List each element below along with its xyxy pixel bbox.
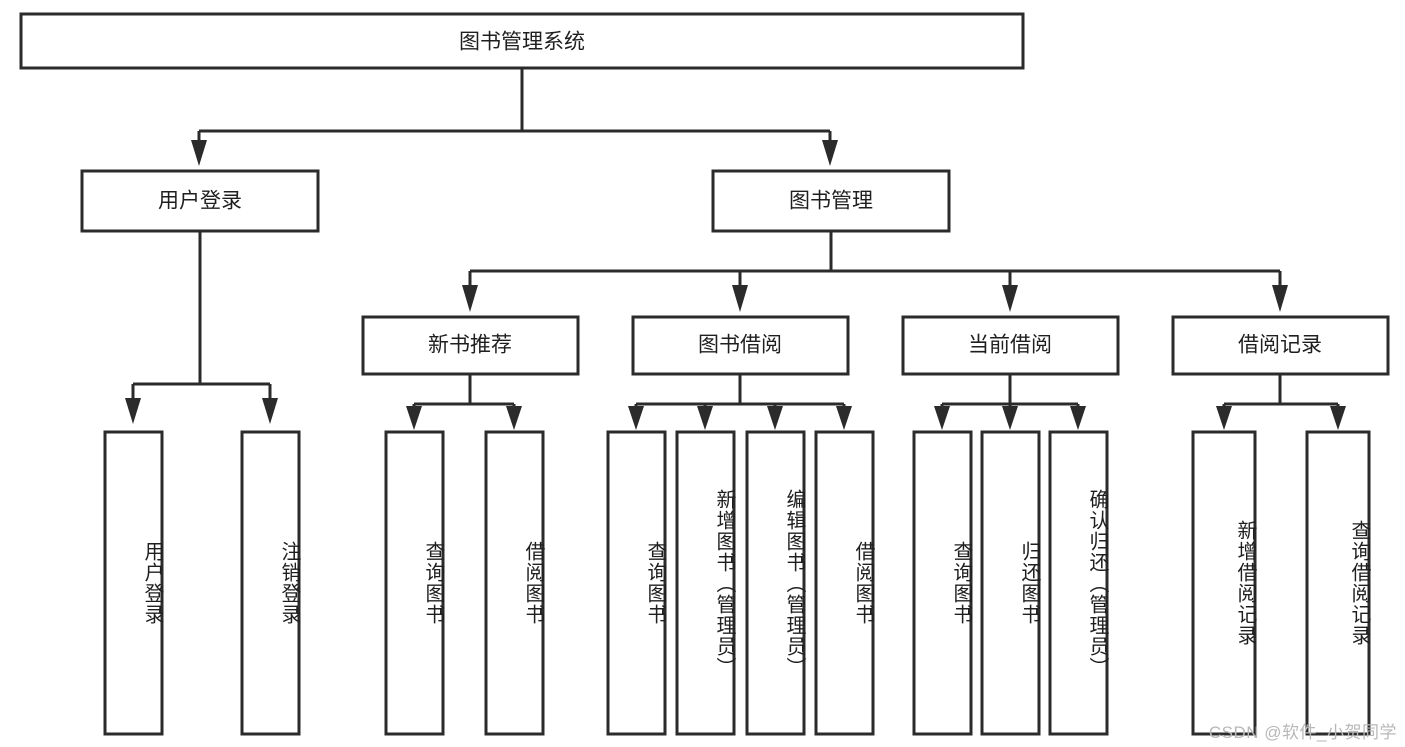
arrow-head-leaf-user-login-0 [125,398,141,424]
arrow-head-leaf-bb-1 [697,406,713,430]
arrow-head-leaf-bb-0 [628,406,644,430]
node-book-manage-box[interactable] [711,169,951,233]
node-root[interactable]: 图书管理系统 [19,12,1025,70]
leaf-box-bb-2[interactable] [745,430,806,736]
node-user-login-label: 用户登录 [158,190,242,213]
node-current-borrow-box[interactable] [901,315,1120,376]
node-current-borrow[interactable]: 当前借阅 [901,315,1120,376]
arrow-head-leaf-cb-0 [934,406,950,430]
node-new-book-recommend-label: 新书推荐 [428,334,512,357]
leaf-box-br-0[interactable] [1191,430,1257,736]
node-book-borrow-box[interactable] [631,315,850,376]
node-root-box[interactable] [19,12,1025,70]
arrow-head-book-borrow [732,285,748,312]
node-new-book-recommend-box[interactable] [361,315,580,376]
node-user-login[interactable]: 用户登录 [80,169,320,233]
connector-user-login-to-leaves [125,231,278,424]
leaf-box-user-login-0[interactable] [103,430,164,736]
connector-current-borrow-to-leaves [934,374,1086,430]
arrow-head-leaf-nbr-1 [506,406,522,430]
leaf-box-user-login-1[interactable] [240,430,301,736]
leaf-box-bb-1[interactable] [675,430,736,736]
watermark-text: CSDN @软件_小贺同学 [1208,723,1397,742]
arrow-head-new-book-recommend [462,285,478,312]
arrow-head-leaf-user-login-1 [262,398,278,424]
node-book-borrow-label: 图书借阅 [698,334,782,357]
connector-book-borrow-to-leaves [628,374,852,430]
arrow-head-leaf-br-0 [1216,406,1232,430]
leaf-box-cb-1[interactable] [980,430,1041,736]
connector-borrow-record-to-leaves [1216,374,1346,430]
node-borrow-record[interactable]: 借阅记录 [1171,315,1390,376]
leaf-box-bb-3[interactable] [814,430,875,736]
arrow-head-user-login [191,140,207,166]
connector-new-book-recommend-to-leaves [406,374,522,430]
leaf-box-nbr-1[interactable] [484,430,545,736]
node-book-manage-label: 图书管理 [789,190,873,213]
leaf-box-cb-0[interactable] [912,430,973,736]
node-book-manage[interactable]: 图书管理 [711,169,951,233]
arrow-head-leaf-bb-2 [767,406,783,430]
leaf-box-nbr-0[interactable] [384,430,445,736]
arrow-head-leaf-nbr-0 [406,406,422,430]
node-new-book-recommend[interactable]: 新书推荐 [361,315,580,376]
node-borrow-record-box[interactable] [1171,315,1390,376]
arrow-head-borrow-record [1272,285,1288,312]
arrow-head-leaf-br-1 [1330,406,1346,430]
node-current-borrow-label: 当前借阅 [968,334,1052,357]
leaf-box-br-1[interactable] [1305,430,1371,736]
leaf-box-cb-2[interactable] [1048,430,1109,736]
arrow-head-leaf-cb-2 [1070,406,1086,430]
node-root-label: 图书管理系统 [459,31,585,54]
leaf-box-bb-0[interactable] [606,430,667,736]
arrow-head-book-manage [822,140,838,166]
arrow-head-leaf-cb-1 [1002,406,1018,430]
arrow-head-leaf-bb-3 [836,406,852,430]
arrow-head-current-borrow [1002,285,1018,312]
connector-book-manage-to-level2 [462,231,1288,312]
node-borrow-record-label: 借阅记录 [1238,334,1322,357]
node-book-borrow[interactable]: 图书借阅 [631,315,850,376]
connector-root-to-level1 [191,68,838,166]
